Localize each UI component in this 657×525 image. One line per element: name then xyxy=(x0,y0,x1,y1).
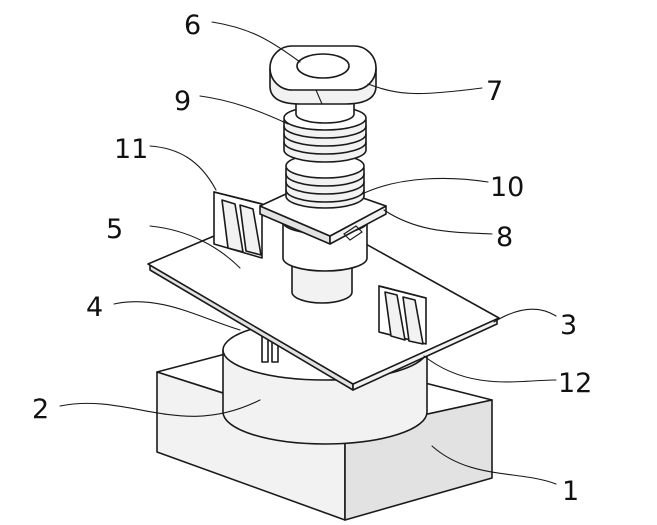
leader-2 xyxy=(59,399,261,417)
guide-screw xyxy=(343,225,363,241)
label-10: 10 xyxy=(490,172,524,203)
bracket-right xyxy=(378,285,427,345)
spring-upper-coil-2 xyxy=(283,133,367,147)
spring-upper-body xyxy=(283,119,367,163)
spring-lower-coil-1 xyxy=(285,173,365,187)
label-4: 4 xyxy=(86,292,103,323)
leader-3 xyxy=(493,308,557,323)
leader-10 xyxy=(361,177,489,195)
leader-12 xyxy=(423,355,557,383)
bracket-left xyxy=(213,191,263,259)
spring-lower-body xyxy=(285,167,365,209)
bracket-left-fin-1 xyxy=(221,199,244,253)
leader-6 xyxy=(211,21,301,63)
label-8: 8 xyxy=(496,222,513,253)
bracket-left-top-edge xyxy=(213,191,263,205)
label-9: 9 xyxy=(174,86,191,117)
label-1: 1 xyxy=(562,476,579,507)
cap-hole xyxy=(296,53,350,79)
bracket-right-fin-2 xyxy=(402,296,424,345)
leader-11 xyxy=(149,145,217,191)
label-3: 3 xyxy=(560,310,577,341)
lower-column-body xyxy=(291,261,353,304)
spring-lower-coil-2 xyxy=(285,181,365,195)
label-6: 6 xyxy=(184,10,201,41)
label-5: 5 xyxy=(106,214,123,245)
cap-seam xyxy=(315,89,323,105)
spring-lower-coil-3 xyxy=(285,189,365,203)
lower-column xyxy=(291,261,353,304)
bracket-right-fin-1 xyxy=(384,291,406,341)
label-12: 12 xyxy=(558,368,592,399)
part-labels: 6 7 9 11 10 5 8 4 3 12 2 1 xyxy=(32,10,592,507)
label-2: 2 xyxy=(32,394,49,425)
leader-1 xyxy=(431,445,557,485)
leader-5 xyxy=(149,225,241,269)
leader-7 xyxy=(367,83,483,95)
leader-8 xyxy=(383,209,493,235)
bracket-right-top-edge xyxy=(378,285,427,299)
spring-upper-coil-3 xyxy=(283,141,367,155)
leader-9 xyxy=(199,95,289,125)
label-11: 11 xyxy=(114,134,148,165)
leader-4 xyxy=(113,301,241,331)
leader-lines xyxy=(59,21,557,485)
bracket-left-fin-2 xyxy=(239,204,262,256)
label-7: 7 xyxy=(486,76,503,107)
spring-upper-coil-1 xyxy=(283,125,367,139)
